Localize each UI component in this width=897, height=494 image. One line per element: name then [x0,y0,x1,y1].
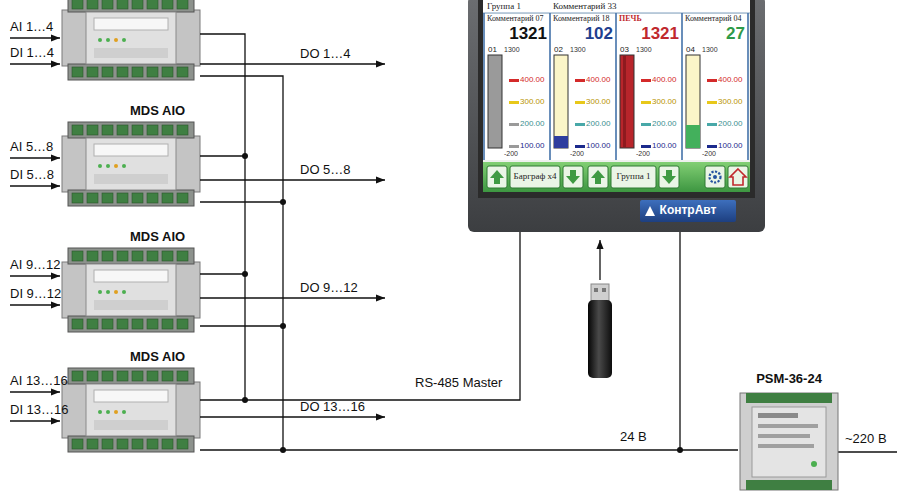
signal-name: AI 1…4 [10,20,53,35]
bargraph-column: Комментарий 07 01 1321 1300 400.00 300.00 200.… [485,13,549,160]
signal-name: DO 9…12 [300,281,358,296]
scale-max: 1300 [504,46,520,54]
scale-min: -200 [570,150,584,158]
setpoint-value: 300.00 [652,97,676,106]
channel-number: 01 [488,45,497,54]
scale-min: -200 [702,150,716,158]
setpoint-value: 100.00 [718,141,742,150]
module-name: MDS AIO [130,350,185,365]
channel-comment: Комментарий 04 [685,14,745,23]
bargraph-column: Комментарий 04 04 27 1300 400.00 300.00 200.00… [683,13,747,160]
scale-min: -200 [504,150,518,158]
voltage-label: 24 В [620,430,647,445]
setpoint-value: 400.00 [718,75,742,84]
setpoint-value: 300.00 [520,97,544,106]
channel-number: 03 [620,45,629,54]
setpoint-value: 200.00 [586,119,610,128]
channel-value: 102 [585,24,613,44]
bargraph-column: Комментарий 18 02 102 1300 400.00 300.00 200.0… [551,13,615,160]
power-supply: PSM-36-24 [738,372,840,492]
screen-comment: Комментарий 33 [553,1,617,11]
device-heading: PSM-36-24 [738,372,840,387]
bus-name: RS-485 Master [415,376,502,391]
channel-value: 1321 [641,24,679,44]
brand-logo: КонтрАвт [640,204,736,218]
setpoint-value: 200.00 [718,119,742,128]
signal-name: DO 5…8 [300,163,351,178]
setpoint-value: 300.00 [586,97,610,106]
signal-name: DO 13…16 [300,400,365,415]
group-name: Группа 1 [487,1,521,11]
channel-number: 02 [554,45,563,54]
channel-value: 1321 [509,24,547,44]
voltage-label: ~220 В [845,432,887,447]
channel-comment: Комментарий 18 [553,14,613,23]
channel-comment: Комментарий 07 [487,14,547,23]
channel-number: 04 [686,45,695,54]
setpoint-value: 100.00 [520,141,544,150]
setpoint-value: 100.00 [586,141,610,150]
module-name: MDS AIO [130,230,185,245]
scale-max: 1300 [636,46,652,54]
signal-name: DI 5…8 [10,168,54,183]
setpoint-value: 200.00 [520,119,544,128]
signal-name: AI 13…16 [10,374,68,389]
button-label: Группа 1 [611,171,656,181]
signal-name: DI 13…16 [10,403,69,418]
signal-name: DI 9…12 [10,287,61,302]
setpoint-value: 100.00 [652,141,676,150]
channel-value: 27 [726,24,745,44]
setpoint-value: 400.00 [586,75,610,84]
hmi-panel: КонтрАвт Группа 1 Комментарий 33 Барграф х4… [468,0,765,232]
signal-name: DO 1…4 [300,47,351,62]
signal-name: DI 1…4 [10,46,54,61]
module-name: MDS AIO [130,104,185,119]
hmi-screen: Группа 1 Комментарий 33 Барграф х4 Группа 1… [483,0,750,192]
signal-name: AI 5…8 [10,140,53,155]
setpoint-value: 200.00 [652,119,676,128]
setpoint-value: 300.00 [718,97,742,106]
scale-min: -200 [636,150,650,158]
setpoint-value: 400.00 [652,75,676,84]
bargraph-column: ПЕЧЬ 03 1321 1300 400.00 300.00 200.00 100.00-2… [617,13,681,160]
button-label: Барграф х4 [510,171,560,181]
power-wire [680,232,738,450]
signal-name: AI 9…12 [10,258,61,273]
setpoint-value: 400.00 [520,75,544,84]
channel-comment: ПЕЧЬ [619,14,679,23]
scale-max: 1300 [702,46,718,54]
scale-max: 1300 [570,46,586,54]
